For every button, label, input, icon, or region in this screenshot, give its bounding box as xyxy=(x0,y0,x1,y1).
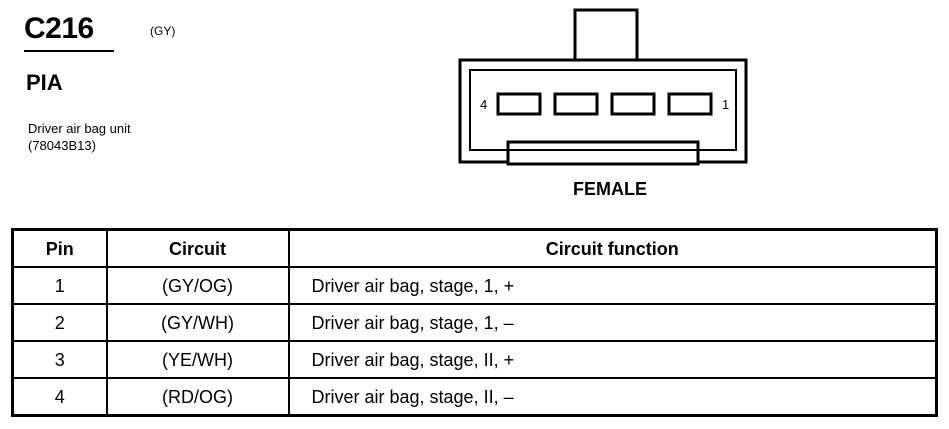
circuit-function: Driver air bag, stage, 1, + xyxy=(287,266,938,305)
table-row: 1 (GY/OG) Driver air bag, stage, 1, + xyxy=(11,266,938,305)
circuit-function: Driver air bag, stage, II, + xyxy=(287,340,938,379)
pin-table: Pin Circuit Circuit function 1 (GY/OG) D… xyxy=(11,228,938,417)
connector-id-underline xyxy=(24,50,114,52)
connector-lock-tab xyxy=(573,8,639,62)
pin-number: 2 xyxy=(11,303,108,342)
module-code: PIA xyxy=(26,70,63,95)
connector-color: (GY) xyxy=(150,24,176,38)
module-description-line-1: Driver air bag unit xyxy=(28,121,131,136)
table-row: 4 (RD/OG) Driver air bag, stage, II, – xyxy=(11,377,938,417)
circuit-code: (RD/OG) xyxy=(105,377,290,417)
circuit-function: Driver air bag, stage, II, – xyxy=(287,377,938,417)
table-row: 3 (YE/WH) Driver air bag, stage, II, + xyxy=(11,340,938,379)
header-function: Circuit function xyxy=(287,228,938,268)
pin-label-last: 1 xyxy=(722,97,729,112)
table-row: 2 (GY/WH) Driver air bag, stage, 1, – xyxy=(11,303,938,342)
pin-cavity-3 xyxy=(553,92,599,116)
pin-cavity-2 xyxy=(610,92,656,116)
header-circuit: Circuit xyxy=(105,228,290,268)
circuit-code: (GY/OG) xyxy=(105,266,290,305)
table-header-row: Pin Circuit Circuit function xyxy=(11,228,938,268)
connector-id: C216 xyxy=(24,12,94,45)
pin-label-first: 4 xyxy=(480,97,487,112)
module-description-line-2: (78043B13) xyxy=(28,138,96,153)
pin-cavity-4 xyxy=(496,92,542,116)
circuit-function: Driver air bag, stage, 1, – xyxy=(287,303,938,342)
header-pin: Pin xyxy=(11,228,108,268)
connector-face-diagram: 4 1 xyxy=(458,8,748,166)
module-description: Driver air bag unit (78043B13) xyxy=(28,120,131,154)
pin-number: 3 xyxy=(11,340,108,379)
pin-number: 1 xyxy=(11,266,108,305)
circuit-code: (GY/WH) xyxy=(105,303,290,342)
pin-number: 4 xyxy=(11,377,108,417)
connector-view-label: FEMALE xyxy=(573,179,647,199)
pin-cavity-1 xyxy=(667,92,713,116)
connector-key-rail xyxy=(506,140,700,166)
circuit-code: (YE/WH) xyxy=(105,340,290,379)
